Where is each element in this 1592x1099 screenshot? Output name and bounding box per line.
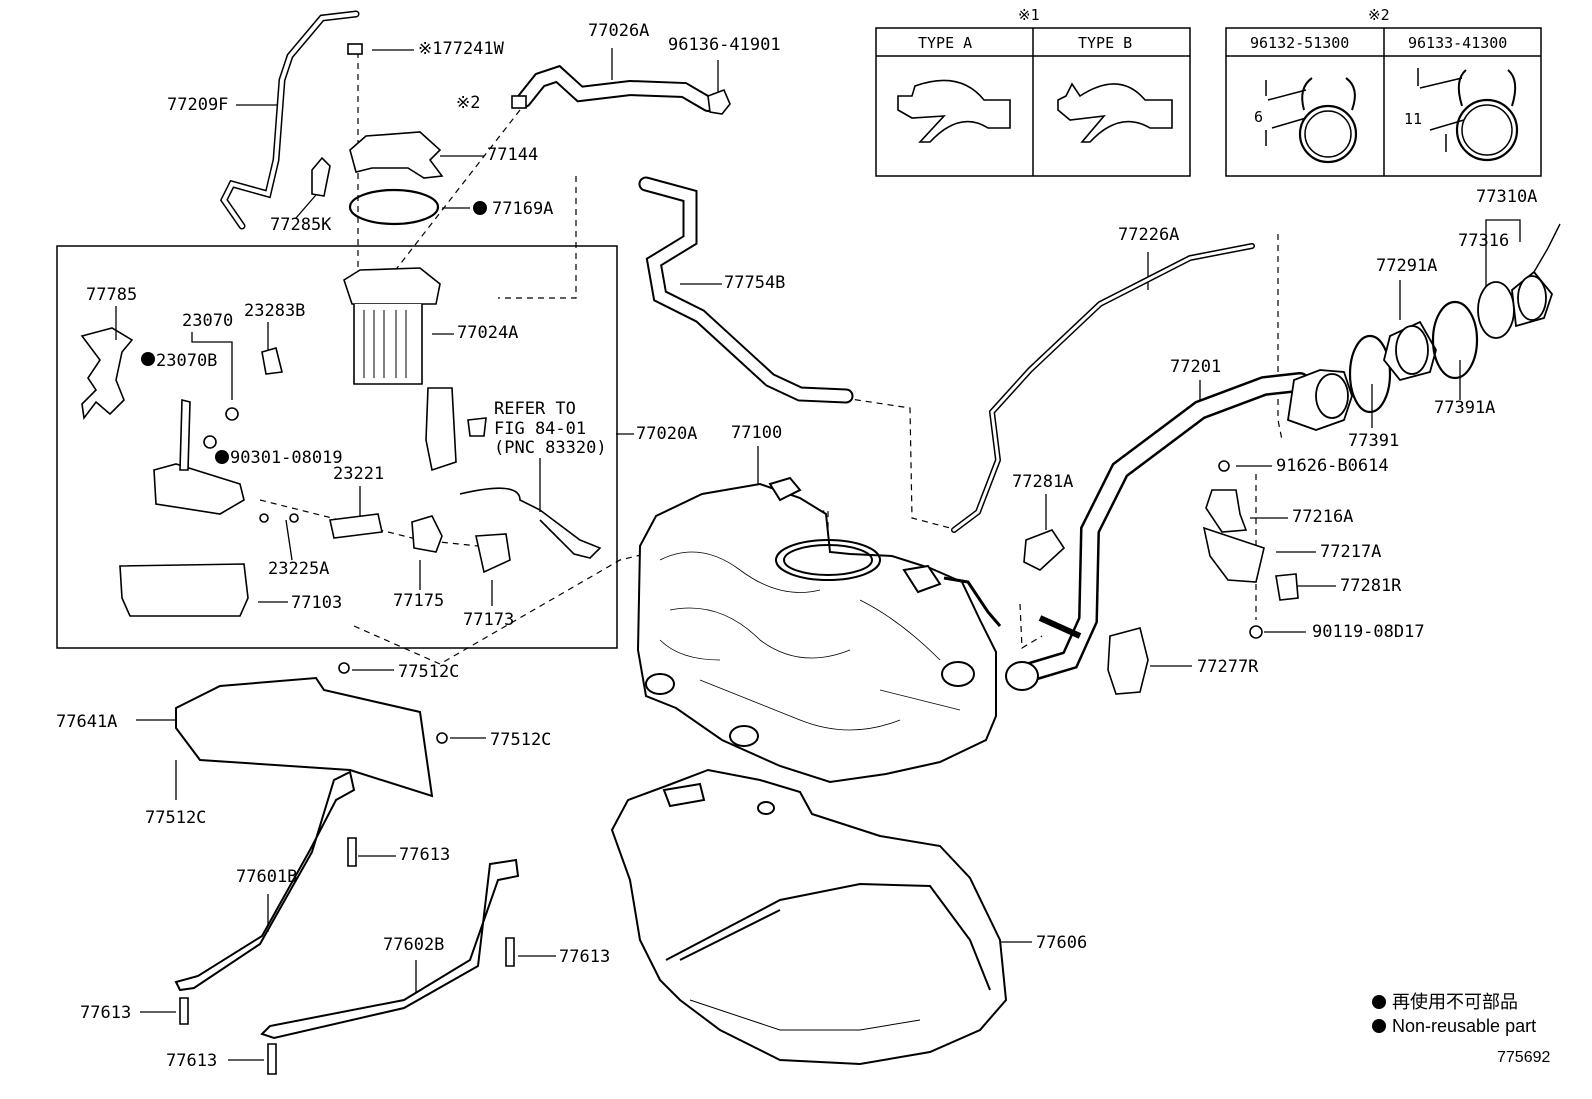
part-number-label: 77391 <box>1348 431 1399 451</box>
legend-row-jp: 再使用不可部品 <box>1372 990 1536 1014</box>
part-number-label: 90301-08019 <box>230 448 343 468</box>
inset-clip-types <box>875 27 1191 177</box>
part-number-label: 77024A <box>457 323 518 343</box>
part-number-label: 77602B <box>383 935 444 955</box>
legend-en: Non-reusable part <box>1392 1016 1537 1036</box>
inset-hose-clamps <box>1225 27 1542 177</box>
part-callouts: ※177241W 77209F 77026A 96136-41901 ※2 77144 77… <box>56 21 1537 1071</box>
part-number-label: 77310A <box>1476 187 1537 207</box>
non-reusable-markers <box>141 201 487 464</box>
inset1-col-b: TYPE B <box>1078 34 1132 52</box>
part-number-label: 77613 <box>559 947 610 967</box>
legend-jp: 再使用不可部品 <box>1392 992 1518 1012</box>
part-number-label: 77785 <box>86 285 137 305</box>
tank-straps <box>174 770 520 1075</box>
non-reusable-dot-icon <box>1372 1019 1386 1033</box>
part-number-label: 23070B <box>156 351 217 371</box>
part-number-label: 77026A <box>588 21 649 41</box>
part-number-label: 77391A <box>1434 398 1495 418</box>
part-number-label: FIG 84-01 <box>494 419 586 439</box>
part-number-label: 23221 <box>333 464 384 484</box>
filler-neck-parts <box>1287 223 1561 431</box>
part-number-label: 77201 <box>1170 357 1221 377</box>
small-parts <box>80 43 1299 744</box>
part-number-label: ※177241W <box>418 39 505 59</box>
part-number-label: 77316 <box>1458 231 1509 251</box>
illustration-code: 775692 <box>1497 1049 1551 1066</box>
heat-insulator <box>175 676 434 798</box>
part-number-label: 77144 <box>487 145 538 165</box>
legend: 再使用不可部品 Non-reusable part <box>1372 990 1536 1038</box>
part-number-label: 23225A <box>268 559 329 579</box>
inset-labels: ※1 TYPE A TYPE B ※2 96132-51300 96133-41… <box>918 6 1507 128</box>
part-number-label: 77216A <box>1292 507 1353 527</box>
part-number-label: 77613 <box>80 1003 131 1023</box>
part-number-label: 77100 <box>731 423 782 443</box>
part-number-label: 77285K <box>270 215 332 235</box>
part-number-label: 77512C <box>145 808 206 828</box>
inset2-dim-a: 6 <box>1254 108 1263 126</box>
hoses-and-tubes <box>219 10 1310 682</box>
legend-row-en: Non-reusable part <box>1372 1014 1536 1038</box>
inset2-mark: ※2 <box>1368 6 1390 24</box>
part-number-label: 91626-B0614 <box>1276 456 1389 476</box>
part-number-label: 77601B <box>236 867 297 887</box>
part-number-label: 90119-08D17 <box>1312 622 1425 642</box>
part-number-label: 96136-41901 <box>668 35 781 55</box>
part-number-label: 77173 <box>463 610 514 630</box>
part-number-label: 77754B <box>724 273 785 293</box>
part-number-label: 77606 <box>1036 933 1087 953</box>
part-number-label: 77281R <box>1340 576 1402 596</box>
part-number-label: 77226A <box>1118 225 1179 245</box>
part-number-label: 77217A <box>1320 542 1381 562</box>
part-number-label: 77175 <box>393 591 444 611</box>
part-number-label: ※2 <box>456 93 480 113</box>
part-number-label: 77281A <box>1012 472 1073 492</box>
non-reusable-dot-icon <box>1372 995 1386 1009</box>
part-number-label: 77209F <box>167 95 228 115</box>
part-number-label: 77291A <box>1376 256 1437 276</box>
part-number-label: 23070 <box>182 311 233 331</box>
pump-assembly-frame <box>56 245 618 649</box>
part-number-label: 77103 <box>291 593 342 613</box>
part-number-label: 77277R <box>1197 657 1259 677</box>
part-number-label: 77613 <box>399 845 450 865</box>
part-number-label: (PNC 83320) <box>494 438 607 458</box>
part-number-label: 77512C <box>490 730 551 750</box>
inset2-col-a: 96132-51300 <box>1250 34 1349 52</box>
part-number-label: 77613 <box>166 1051 217 1071</box>
inset2-col-b: 96133-41300 <box>1408 34 1507 52</box>
inset2-dim-b: 11 <box>1404 110 1422 128</box>
tank-protector <box>610 768 1008 1066</box>
part-number-label: 23283B <box>244 301 305 321</box>
leader-lines <box>115 48 1521 1061</box>
part-number-label: REFER TO <box>494 399 576 419</box>
inset1-col-a: TYPE A <box>918 34 972 52</box>
fuel-tank <box>636 476 1039 784</box>
part-number-label: 77020A <box>636 424 697 444</box>
part-number-label: 77512C <box>398 662 459 682</box>
part-number-label: 77641A <box>56 712 117 732</box>
part-number-label: 77169A <box>492 199 553 219</box>
inset1-mark: ※1 <box>1018 6 1040 24</box>
